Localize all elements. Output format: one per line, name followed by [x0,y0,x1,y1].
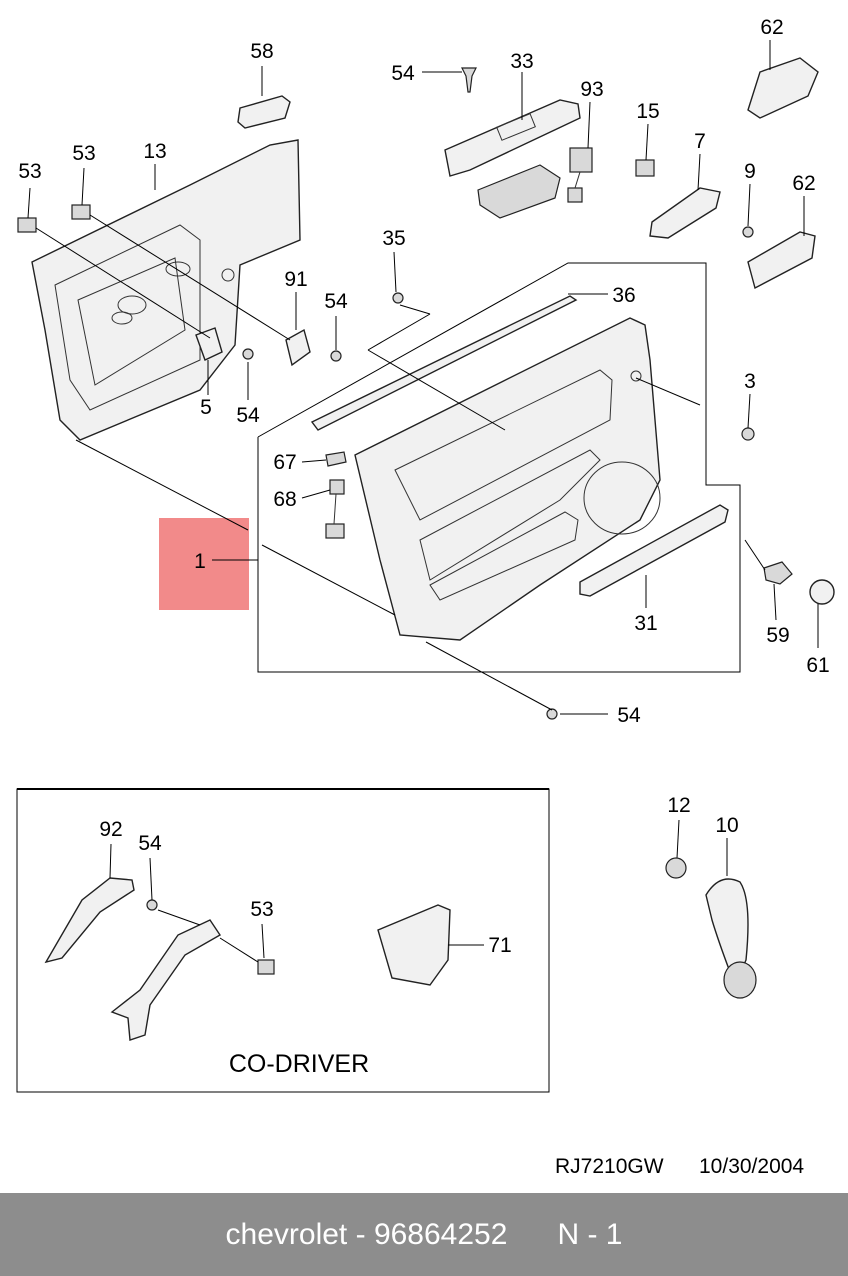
callout-71: 71 [488,934,511,957]
door-trim-panel [354,317,661,641]
callout-54-mid: 54 [324,290,348,313]
highlight-box[interactable] [159,518,249,610]
callout-53-left: 53 [18,160,41,183]
callout-53-inset: 53 [250,898,273,921]
leader-lines [27,40,819,715]
part-3 [741,427,755,441]
part-91 [285,328,311,367]
callout-54-inset: 54 [138,832,162,855]
footer-part-number: 96864252 [373,1217,508,1251]
part-68 [325,479,345,539]
callout-labels: 58 54 33 93 62 15 7 9 62 53 53 13 35 36 … [18,16,829,957]
part-54-screw-top [461,67,477,93]
part-67 [325,451,347,467]
callout-91: 91 [284,268,307,291]
part-62-handle-top [747,57,819,119]
callout-12: 12 [667,794,690,817]
part-53-inset [257,959,275,975]
callout-3: 3 [744,370,756,393]
callout-67: 67 [273,451,296,474]
callout-92: 92 [99,818,122,841]
part-7 [649,187,721,239]
callout-5: 5 [200,396,212,419]
callout-54-bottom: 54 [617,704,641,727]
part-62-bezel [747,231,816,290]
callout-61: 61 [806,654,829,677]
part-35 [392,292,404,304]
part-34 [477,164,561,219]
part-5 [195,327,223,361]
callout-54-top: 54 [391,62,415,85]
callout-68: 68 [273,488,296,511]
part-58 [237,95,291,129]
drawing-date: 10/30/2004 [699,1155,804,1178]
inset-handle [110,919,221,1041]
callout-15: 15 [636,100,659,123]
drawing-code: RJ7210GW [555,1155,664,1178]
callout-59: 59 [766,624,789,647]
callout-58: 58 [250,40,273,63]
inset-title: CO-DRIVER [229,1050,369,1078]
callout-62-top: 62 [760,16,783,39]
callout-10: 10 [715,814,738,837]
part-53-mid [71,204,91,220]
callout-1: 1 [194,550,206,573]
callout-53-mid: 53 [72,142,95,165]
callout-33: 33 [510,50,533,73]
callout-62-bezel: 62 [792,172,815,195]
part-54-a [242,348,254,360]
footer-page: N - 1 [557,1217,623,1251]
part-54-bottom [546,708,558,720]
callout-93: 93 [580,78,603,101]
callout-35: 35 [382,227,405,250]
assembly-frame [257,262,741,673]
co-driver-inset: CO-DRIVER [16,788,550,1093]
callout-13: 13 [143,140,166,163]
door-frame-13 [31,139,301,441]
part-9 [742,226,754,238]
part-54-b [330,350,342,362]
callout-54-left: 54 [236,404,260,427]
part-31 [579,504,729,597]
part-36 [310,295,578,431]
part-15 [635,159,655,177]
part-93 [567,147,593,203]
callout-7: 7 [694,130,706,153]
callout-36: 36 [612,284,635,307]
callout-31: 31 [634,612,657,635]
footer-brand: chevrolet [225,1217,348,1251]
callout-9: 9 [744,160,756,183]
part-33 [444,99,581,177]
part-53-left [17,217,37,233]
window-crank-10 [665,819,757,999]
part-61 [809,579,835,605]
part-92 [44,877,135,964]
part-71 [377,904,451,986]
footer-bar: chevrolet - 96864252 N - 1 [0,1193,848,1276]
part-59 [763,561,793,585]
